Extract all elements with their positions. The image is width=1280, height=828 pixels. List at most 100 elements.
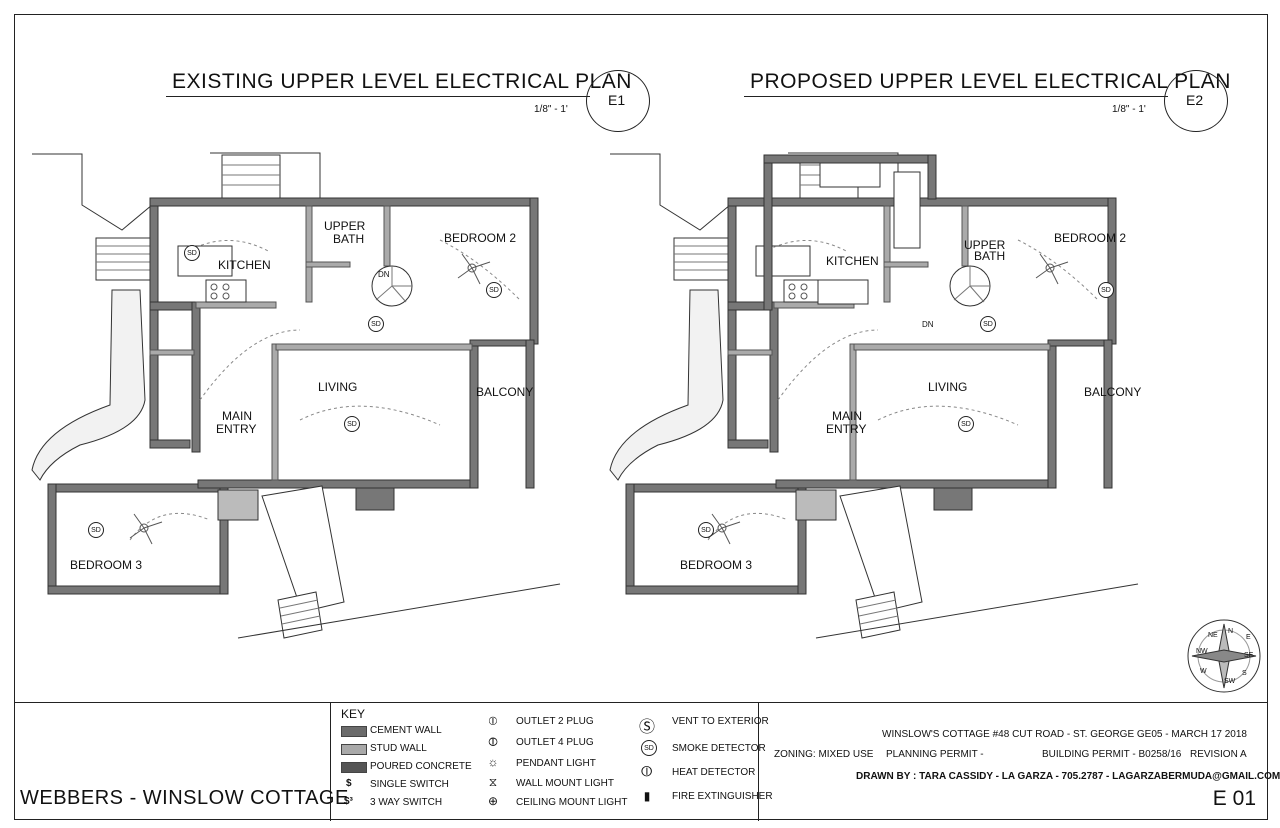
key-wall-mount-light: WALL MOUNT LIGHT	[516, 778, 614, 789]
key-cement-wall: CEMENT WALL	[370, 725, 442, 736]
smoke-detector: SD	[958, 416, 974, 432]
room-label-main: MAIN	[832, 409, 862, 423]
compass-e: E	[1246, 634, 1251, 641]
title-underline-existing	[166, 96, 590, 97]
compass-sw: SW	[1224, 678, 1236, 685]
zoning: ZONING: MIXED USE	[774, 749, 874, 760]
room-label-balcony: BALCONY	[1084, 385, 1142, 399]
project-address: WINSLOW'S COTTAGE #48 CUT ROAD - ST. GEO…	[882, 729, 1247, 740]
key-single-switch: SINGLE SWITCH	[370, 779, 449, 790]
stove	[205, 279, 247, 303]
poured-concrete-swatch	[341, 762, 367, 773]
concrete-pad	[217, 489, 259, 521]
room-label-bedroom3: BEDROOM 3	[680, 558, 753, 572]
top-stair	[221, 154, 281, 201]
compass-n: N	[1228, 628, 1234, 635]
property-line	[237, 583, 561, 639]
plan-title-existing: EXISTING UPPER LEVEL ELECTRICAL PLAN	[172, 70, 632, 93]
single-switch-icon: $	[346, 778, 352, 789]
proposed-kitchen-extension	[763, 154, 937, 311]
exterior-stair	[95, 237, 151, 281]
existing-plan	[31, 152, 561, 639]
proposed-kitchen-island	[817, 162, 921, 305]
revision: REVISION A	[1190, 749, 1247, 760]
building-permit: BUILDING PERMIT - B0258/16	[1042, 749, 1182, 760]
smoke-detector: SD	[88, 522, 104, 538]
title-block-divider	[758, 703, 759, 821]
room-label-bedroom3: BEDROOM 3	[70, 558, 143, 572]
key-outlet-4-plug: OUTLET 4 PLUG	[516, 737, 594, 748]
title-block-divider	[330, 703, 331, 821]
fire-extinguisher-icon: ▮	[643, 789, 651, 803]
room-label-upper-bath-line2: BATH	[333, 232, 365, 246]
room-label-main: MAIN	[222, 409, 252, 423]
room-label-upper-bath-line1: UPPER	[324, 219, 366, 233]
entry-ramp	[261, 485, 345, 613]
room-label-bedroom2: BEDROOM 2	[1054, 231, 1127, 245]
scale-existing: 1/8" - 1'	[534, 104, 568, 115]
plan-tag-circle-existing	[586, 70, 650, 132]
smoke-detector: SD	[184, 245, 200, 261]
site-line-stair	[32, 153, 153, 231]
cement-wall-swatch	[341, 726, 367, 737]
smoke-detector: SD	[368, 316, 384, 332]
room-label-entry: ENTRY	[216, 422, 257, 436]
ramp-stair-treads	[279, 599, 321, 625]
floor-plans-drawing	[31, 152, 1261, 693]
compass-rose	[1187, 619, 1261, 693]
room-label-upper-bath-line2: BATH	[974, 249, 1006, 263]
concrete-landing	[355, 487, 395, 511]
key-fire-extinguisher: FIRE EXTINGUISHER	[672, 791, 773, 802]
ceiling-fan-bedroom3	[129, 513, 163, 545]
room-label-living: LIVING	[928, 380, 968, 394]
smoke-detector-icon: SD	[641, 740, 657, 756]
key-heat-detector: HEAT DETECTOR	[672, 767, 756, 778]
room-label-living: LIVING	[318, 380, 358, 394]
compass-nw: NW	[1196, 648, 1208, 655]
project-name: WEBBERS - WINSLOW COTTAGE	[20, 787, 349, 809]
exterior-walls	[47, 197, 539, 595]
top-stair-treads	[222, 164, 280, 186]
key-stud-wall: STUD WALL	[370, 743, 427, 754]
ceiling-mount-light-icon: ⊕	[487, 794, 499, 808]
room-label-entry: ENTRY	[826, 422, 867, 436]
key-smoke-detector: SMOKE DETECTOR	[672, 743, 766, 754]
key-vent-to-exterior: VENT TO EXTERIOR	[672, 716, 769, 727]
title-underline-proposed	[744, 96, 1168, 97]
room-label-bedroom2: BEDROOM 2	[444, 231, 517, 245]
room-label-kitchen: KITCHEN	[218, 258, 271, 272]
key-ceiling-mount-light: CEILING MOUNT LIGHT	[516, 797, 628, 808]
heat-detector-icon: ⦶	[641, 763, 653, 780]
room-label-balcony: BALCONY	[476, 385, 534, 399]
smoke-detector: SD	[980, 316, 996, 332]
key-poured-concrete: POURED CONCRETE	[370, 761, 472, 772]
planning-permit: PLANNING PERMIT -	[886, 749, 984, 760]
ramp-stair	[277, 591, 323, 639]
pendant-light-icon: ☼	[487, 755, 499, 769]
outlet-4-plug-icon: ⦷	[488, 735, 498, 749]
sheet-number: E 01	[1212, 787, 1256, 810]
three-way-switch-icon: $³	[344, 796, 353, 807]
scale-proposed: 1/8" - 1'	[1112, 104, 1146, 115]
ceiling-fan-bedroom2	[457, 253, 491, 285]
drawn-by: DRAWN BY : TARA CASSIDY - LA GARZA - 705…	[856, 771, 1280, 782]
vent-to-exterior-icon: Ⓢ	[638, 719, 655, 736]
stud-wall-swatch	[341, 744, 367, 755]
smoke-detector: SD	[698, 522, 714, 538]
compass-w: W	[1200, 668, 1207, 675]
outlet-2-plug-icon: ⦶	[488, 714, 498, 728]
stair-dn-label: DN	[378, 270, 390, 279]
smoke-detector: SD	[1098, 282, 1114, 298]
key-3-way-switch: 3 WAY SWITCH	[370, 797, 443, 808]
curved-walkway	[31, 289, 146, 481]
compass-se: SE	[1244, 652, 1254, 659]
key-title: KEY	[341, 707, 366, 721]
key-pendant-light: PENDANT LIGHT	[516, 758, 596, 769]
stair-dn-label: DN	[922, 320, 934, 329]
smoke-detector: SD	[344, 416, 360, 432]
smoke-detector: SD	[486, 282, 502, 298]
plan-tag-existing: E1	[608, 92, 626, 108]
room-label-kitchen: KITCHEN	[826, 254, 879, 268]
plan-tag-circle-proposed	[1164, 70, 1228, 132]
exterior-stair-treads	[96, 245, 150, 271]
